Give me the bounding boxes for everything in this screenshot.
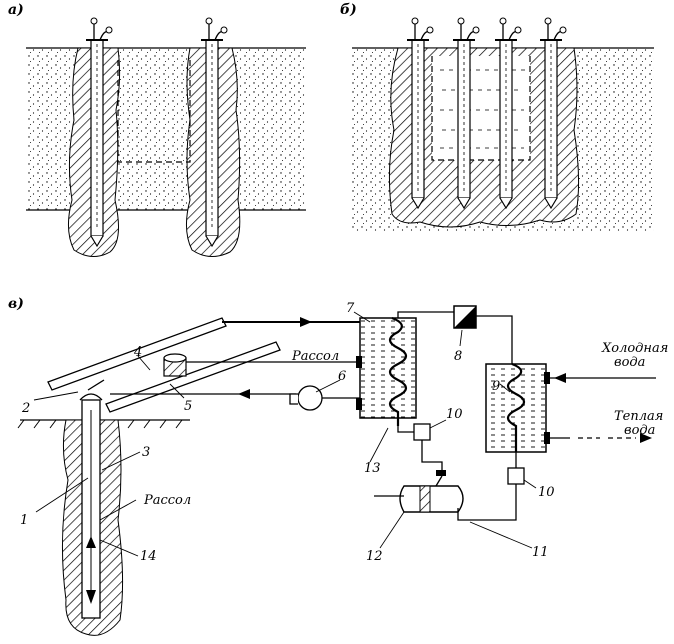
panel-b: б) (340, 2, 654, 232)
num-4: 4 (133, 345, 142, 360)
num-10-b: 10 (538, 485, 555, 500)
inner-zone-b (431, 56, 531, 161)
freezing-pipe-a2 (201, 17, 228, 248)
num-10-a: 10 (446, 407, 463, 422)
num-6: 6 (338, 369, 346, 384)
panel-c: в) (8, 296, 668, 636)
freezing-pipe-a1 (86, 17, 113, 248)
label-brine-well: Рассол (143, 493, 191, 508)
compressor-8 (453, 305, 477, 329)
num-9: 9 (492, 379, 500, 394)
freezing-column-well-pipe (79, 393, 103, 619)
well-connector (87, 379, 105, 391)
num-1: 1 (20, 513, 28, 528)
panel-c-label: в) (8, 296, 24, 312)
panel-b-label: б) (340, 2, 357, 18)
label-cold-water-2: вода (614, 355, 645, 370)
evaporator-7 (356, 316, 417, 426)
num-5: 5 (184, 399, 192, 414)
freezing-pipe-b2 (453, 17, 480, 210)
line-receiver-to-valve (457, 484, 517, 521)
panel-a-label: а) (8, 2, 24, 18)
num-13: 13 (364, 461, 381, 476)
soil-layer-a (26, 48, 306, 210)
frozen-wall-outline-a (117, 60, 191, 163)
condenser-9 (485, 362, 550, 453)
valve-10-b (507, 467, 525, 485)
line-valve-to-receiver (421, 440, 443, 470)
valve-10-a (413, 423, 431, 441)
label-warm-water-2: вода (624, 423, 655, 438)
header-pipe-4 (47, 317, 380, 391)
line-compressor-to-condenser (476, 315, 513, 364)
line-evap-to-compressor (397, 311, 454, 318)
panel-a: а) (8, 2, 306, 257)
num-12: 12 (366, 549, 383, 564)
num-8: 8 (454, 349, 462, 364)
num-3: 3 (142, 445, 150, 460)
num-14: 14 (140, 549, 157, 564)
return-arrow (238, 389, 250, 399)
num-2: 2 (21, 401, 30, 416)
inner-zone-hatch-b (440, 69, 525, 149)
num-7: 7 (346, 301, 355, 316)
warm-water-arrow (640, 433, 652, 443)
label-brine-top: Рассол (291, 349, 339, 364)
leader-lines (33, 311, 537, 557)
manifold-cylinder (163, 353, 187, 377)
freezing-pipe-b4 (540, 17, 567, 210)
num-11: 11 (532, 545, 549, 560)
label-warm-water-1: Теплая (614, 409, 663, 424)
freezing-pipe-b1 (407, 17, 434, 210)
cold-water-arrow (554, 373, 566, 383)
label-cold-water-1: Холодная (601, 341, 668, 356)
freezing-pipe-b3 (495, 17, 522, 210)
receiver-12 (374, 470, 464, 513)
line-evap-to-valve (397, 426, 414, 433)
